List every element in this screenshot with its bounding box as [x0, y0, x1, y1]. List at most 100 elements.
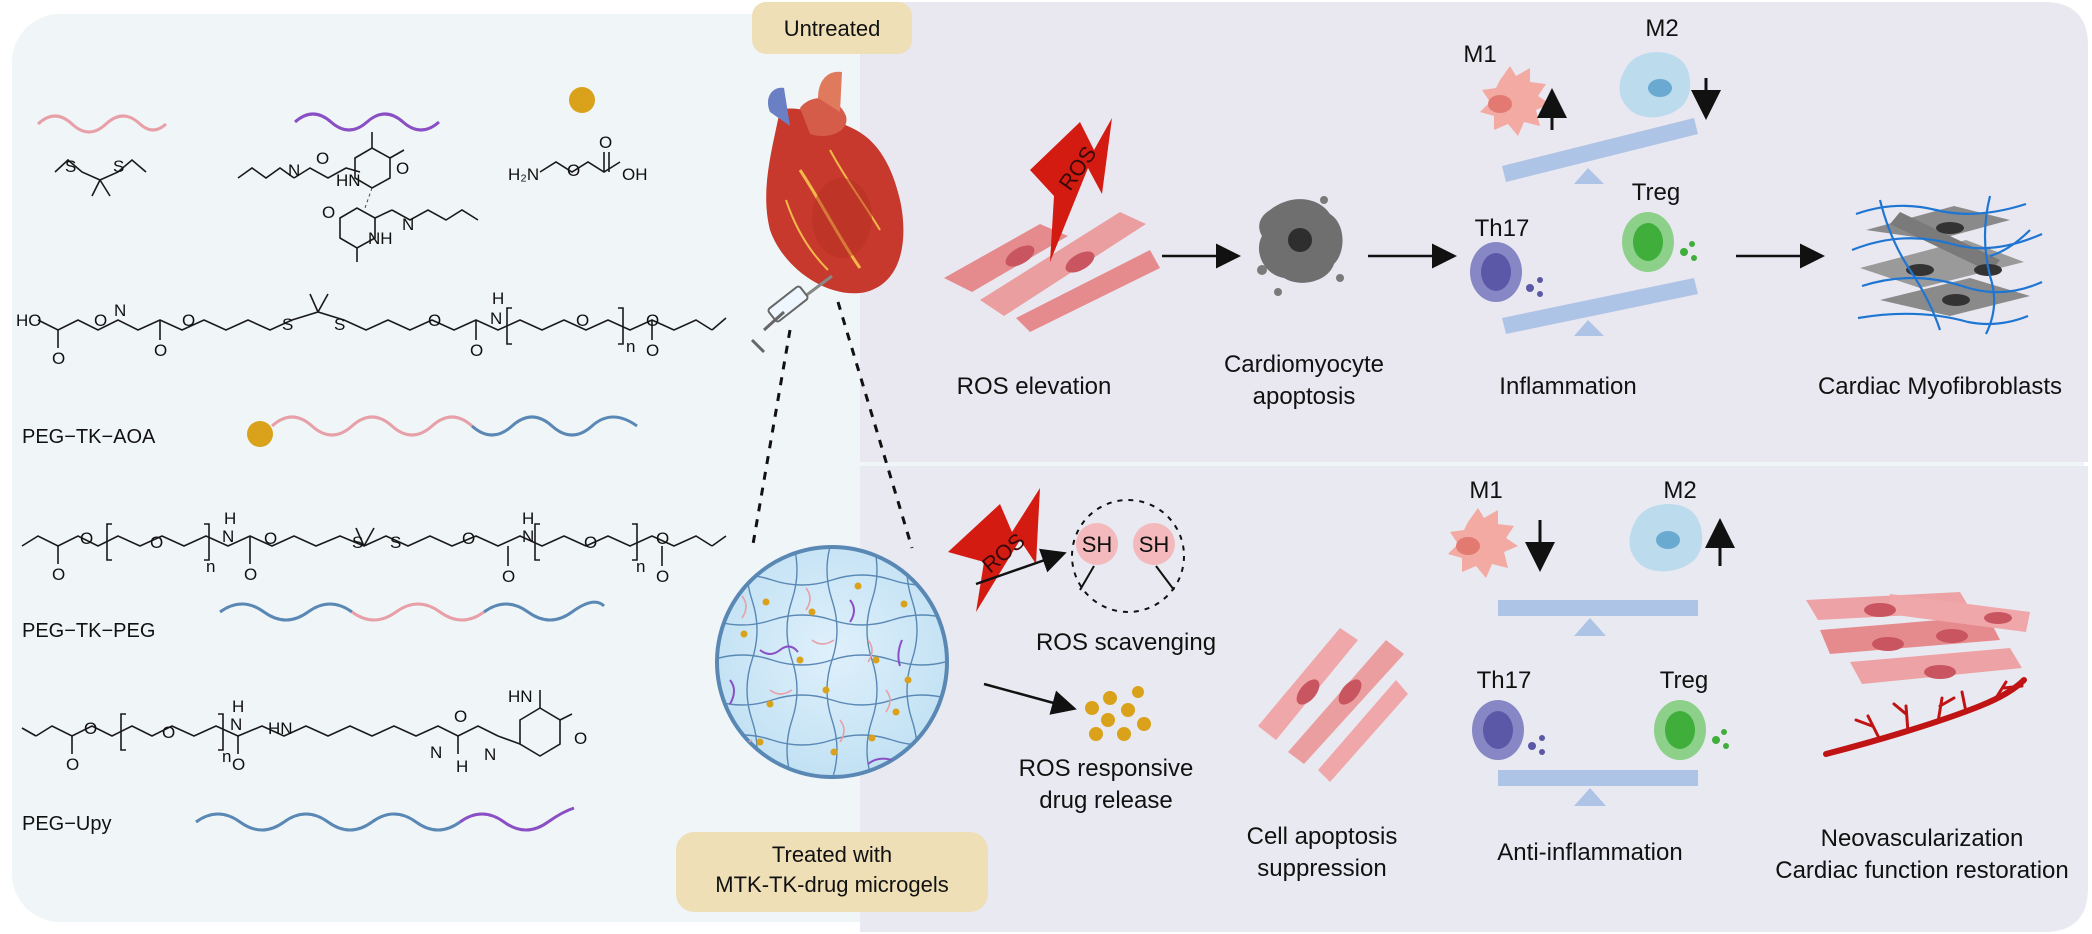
- molecule-name-peg-tk-peg: PEG−TK−PEG: [22, 620, 155, 642]
- label-cardiac-myofibroblasts: Cardiac Myofibroblasts: [1818, 373, 2062, 400]
- atom-o: O: [94, 311, 107, 330]
- atom-s: S: [65, 157, 76, 176]
- zoom-lines: [750, 301, 914, 551]
- neovessel-icon: [1823, 677, 2027, 757]
- atom-o: O: [584, 533, 597, 552]
- macrophage-balance-bottom: M1 M2: [1448, 477, 1735, 636]
- gold-drug-dot-legend: [569, 87, 595, 113]
- atom-o: O: [66, 755, 79, 774]
- atom-n: N: [490, 309, 502, 328]
- atom-o: O: [656, 529, 669, 548]
- atom-o: O: [502, 567, 515, 586]
- atom-h: H: [224, 509, 236, 528]
- peg-tk-aoa-structure: HO O O N O O S S O O H N O n O O: [16, 289, 727, 368]
- myocytes-stressed: [944, 212, 1160, 332]
- atom-o: O: [84, 719, 97, 738]
- purple-chain-legend: [294, 112, 440, 132]
- untreated-badge: [752, 2, 912, 54]
- atom-o: O: [574, 729, 587, 748]
- atom-n: N: [114, 301, 126, 320]
- thiol-sh-left: SH: [1082, 532, 1113, 557]
- microgel-network: [715, 545, 949, 779]
- blue-chain-segment: [195, 812, 461, 832]
- myofibroblast-cluster: [1851, 195, 2043, 335]
- atom-o: O: [576, 311, 589, 330]
- atom-n: N: [430, 743, 442, 762]
- ros-bolt-top: ROS: [1030, 118, 1112, 262]
- blue-chain-segment: [483, 600, 606, 622]
- atom-h: H: [232, 697, 244, 716]
- pink-chain-legend: [36, 114, 168, 134]
- blue-chain-segment: [470, 415, 638, 437]
- atom-hn: HN: [508, 687, 533, 706]
- atom-h: H: [522, 509, 534, 528]
- label-ros-responsive: ROS responsive: [1019, 755, 1194, 782]
- tcell-balance-top: Th17 Treg: [1470, 179, 1698, 336]
- arrow-to-drug-release: [983, 682, 1077, 715]
- atom-o: O: [150, 533, 163, 552]
- m2-label-top: M2: [1645, 15, 1678, 42]
- atom-o: O: [567, 161, 580, 180]
- treated-label-line1: Treated with: [772, 842, 892, 867]
- atom-hn: HN: [268, 719, 293, 738]
- treg-label-top: Treg: [1632, 179, 1680, 206]
- aoa-structure: H₂N O O OH: [508, 133, 648, 184]
- m2-label-bottom: M2: [1663, 477, 1696, 504]
- label-drug-release: drug release: [1039, 787, 1172, 814]
- atom-o: O: [599, 133, 612, 152]
- atom-h: H: [456, 757, 468, 776]
- atom-o: O: [264, 529, 277, 548]
- bottom-row-bg: [860, 466, 2088, 932]
- gold-end-group: [247, 421, 273, 447]
- thioketal-structure: S S: [54, 157, 147, 197]
- syringe-illustration: [750, 274, 833, 354]
- atom-o: O: [470, 341, 483, 360]
- healthy-myocytes-cluster: [1806, 592, 2030, 684]
- label-ros-elevation: ROS elevation: [957, 373, 1112, 400]
- m1-label-top: M1: [1463, 41, 1496, 68]
- atom-o: O: [52, 349, 65, 368]
- atom-o: O: [244, 565, 257, 584]
- peg-tk-peg-structure: O O O n H N O O S S O O H N O n O O: [21, 509, 727, 586]
- myocytes-protected: [1258, 628, 1408, 782]
- molecule-name-peg-tk-aoa: PEG−TK−AOA: [22, 426, 156, 448]
- atom-o: O: [462, 529, 475, 548]
- pink-chain-segment: [270, 415, 474, 437]
- purple-chain-segment: [459, 806, 575, 832]
- atom-o: O: [162, 723, 175, 742]
- label-cell-apoptosis: Cell apoptosis: [1247, 823, 1398, 850]
- atom-hn: HN: [336, 171, 361, 190]
- label-suppression: suppression: [1257, 855, 1386, 882]
- repeat-n: n: [626, 337, 635, 356]
- untreated-label: Untreated: [784, 16, 881, 41]
- label-inflammation: Inflammation: [1499, 373, 1636, 400]
- atom-o: O: [396, 159, 409, 178]
- atom-o: O: [232, 755, 245, 774]
- label-apoptosis: apoptosis: [1253, 383, 1356, 410]
- atom-s: S: [390, 533, 401, 552]
- released-drug-dots: [1085, 686, 1151, 741]
- atom-o: O: [656, 567, 669, 586]
- m1-macrophage-icon: [1480, 66, 1550, 136]
- atom-n: N: [522, 527, 534, 546]
- macrophage-balance-top: M1 M2: [1463, 15, 1721, 184]
- repeat-n: n: [206, 557, 215, 576]
- atom-o: O: [646, 311, 659, 330]
- atom-o: O: [428, 311, 441, 330]
- atom-o: O: [52, 565, 65, 584]
- atom-nh: NH: [368, 229, 393, 248]
- atom-o: O: [154, 341, 167, 360]
- treated-label-line2: MTK-TK-drug microgels: [715, 872, 948, 897]
- label-cardiac-function-restoration: Cardiac function restoration: [1775, 857, 2068, 884]
- heart-illustration: [766, 71, 904, 294]
- label-neovascularization: Neovascularization: [1821, 825, 2024, 852]
- treg-label-bottom: Treg: [1660, 667, 1708, 694]
- tcell-balance-bottom: Th17 Treg: [1472, 667, 1729, 806]
- label-anti-inflammation: Anti-inflammation: [1497, 839, 1682, 866]
- sh-scavenger-group: SH SH: [1071, 499, 1185, 613]
- thiol-sh-right: SH: [1139, 532, 1170, 557]
- top-row-bg: [860, 2, 2088, 462]
- atom-o: O: [182, 311, 195, 330]
